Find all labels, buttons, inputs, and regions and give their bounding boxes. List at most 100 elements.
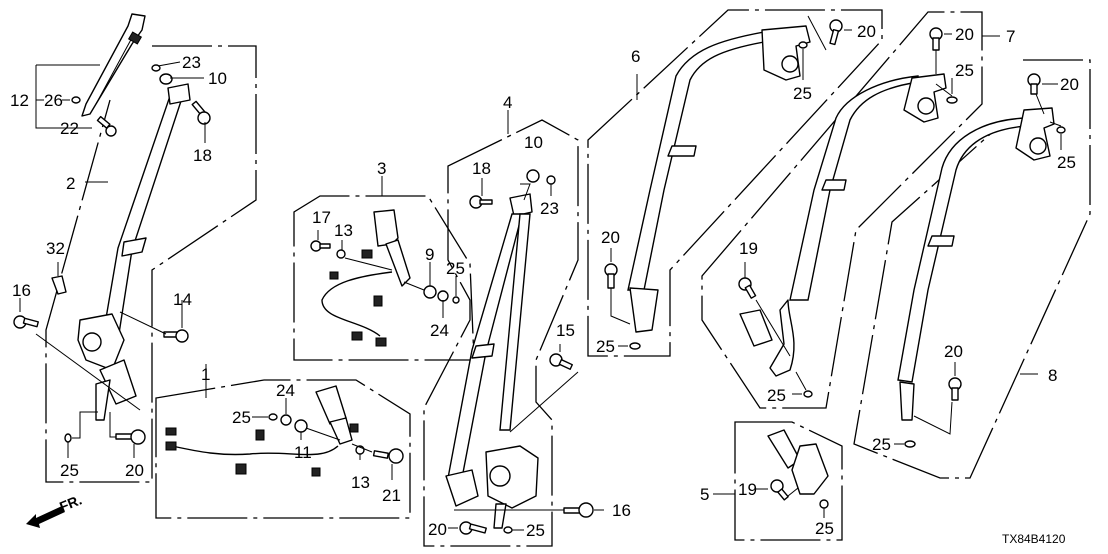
- washer-23-a4: [546, 175, 556, 185]
- clip-26: [71, 96, 81, 104]
- nut-24-a3: [437, 290, 449, 302]
- washer-25-a3: [452, 296, 460, 304]
- belt-webbing-a7: [789, 75, 919, 301]
- callout-25: 25: [793, 84, 812, 103]
- washer-25-a7-bottom: [803, 390, 813, 398]
- bolt-21: [372, 448, 404, 464]
- assembly-label-2: 2: [66, 174, 75, 193]
- callout-24: 24: [276, 381, 295, 400]
- assembly-1-frame: [155, 379, 411, 519]
- callout-23: 23: [182, 53, 201, 72]
- assembly-2: 12 26 22 23 10 18 2 32 16 14 25 20: [10, 13, 257, 483]
- assembly-7-frame: [701, 11, 983, 409]
- washer-25-a6-top: [798, 41, 808, 49]
- buckle-a7[interactable]: [739, 309, 773, 347]
- washer-25-a5: [819, 499, 829, 509]
- assembly-label-6: 6: [631, 47, 640, 66]
- front-retractor: [77, 313, 137, 421]
- diagram-code: TX84B4120: [1002, 532, 1066, 546]
- rear-center-buckle[interactable]: [315, 385, 347, 425]
- callout-17: 17: [312, 208, 331, 227]
- rear-buckle-a5-second[interactable]: [791, 443, 829, 495]
- callout-20: 20: [125, 461, 144, 480]
- assembly-7: 7 20 25 19 25: [701, 11, 1015, 409]
- assembly-label-7: 7: [1006, 27, 1015, 46]
- callout-20: 20: [1060, 75, 1079, 94]
- callout-25: 25: [596, 337, 615, 356]
- callout-25: 25: [955, 61, 974, 80]
- callout-11: 11: [294, 443, 312, 462]
- spacer-10: [159, 73, 173, 85]
- assembly-5: 5 19 25: [700, 421, 843, 541]
- assembly-label-1: 1: [201, 365, 210, 384]
- callout-21: 21: [382, 486, 401, 505]
- bolt-19-a5: [770, 479, 789, 501]
- assembly-1: 1 24 25 11 13 21: [155, 364, 411, 519]
- callout-14: 14: [173, 290, 192, 309]
- callout-16: 16: [12, 281, 31, 300]
- belt-webbing-a8: [897, 117, 1027, 383]
- spacer-11: [294, 419, 308, 433]
- front-label: FR.: [57, 491, 84, 514]
- bolt-20-a2: [115, 429, 146, 445]
- callout-18: 18: [472, 159, 491, 178]
- grommet-32: [51, 275, 67, 295]
- washer-25-a1: [268, 413, 278, 421]
- callout-22: 22: [60, 119, 79, 138]
- bolt-15: [549, 353, 573, 370]
- nut-24-a1: [280, 414, 292, 426]
- callout-18: 18: [193, 146, 212, 165]
- callout-25: 25: [815, 519, 834, 538]
- callout-13: 13: [334, 221, 353, 240]
- callout-32: 32: [46, 239, 65, 258]
- washer-25-a8-bottom: [904, 440, 916, 448]
- callout-25: 25: [60, 461, 79, 480]
- assembly-6: 6 20 25 20 25: [587, 9, 883, 357]
- callout-20: 20: [428, 520, 447, 539]
- belt-guide: [121, 237, 147, 257]
- upper-anchor-a4: [509, 193, 533, 217]
- assembly-8-frame: [853, 59, 1091, 479]
- assembly-4-frame: [423, 119, 579, 547]
- callout-10: 10: [524, 133, 543, 152]
- callout-25: 25: [526, 521, 545, 540]
- washer-25-a2: [64, 433, 72, 443]
- assembly-6-frame: [587, 9, 883, 357]
- spacer-10-a4: [526, 169, 540, 183]
- bolt-20-a6-top: [829, 19, 843, 46]
- d-ring-anchor: [167, 83, 191, 105]
- callout-23: 23: [540, 199, 559, 218]
- bolt-20-a8-top: [1027, 73, 1041, 95]
- bolt-19-a7: [738, 277, 757, 299]
- bolt-18-a4: [469, 195, 493, 209]
- callout-9: 9: [425, 245, 434, 264]
- front-direction-indicator: FR.: [26, 491, 84, 528]
- assembly-8: 20 25 8 20 25: [853, 59, 1091, 479]
- callout-10: 10: [208, 69, 227, 88]
- bolt-16: [13, 315, 39, 329]
- retractor-a4: [485, 445, 539, 509]
- assembly-3: 3 17 13 9 25 24: [293, 159, 475, 361]
- bolt-20-a4: [459, 521, 487, 535]
- belt-webbing-a6: [627, 31, 765, 291]
- assembly-4: 4 18 10 23 15 16 20 25: [423, 93, 631, 547]
- retractor-a6: [761, 25, 811, 81]
- retractor-a8: [1015, 107, 1055, 161]
- bolt-18: [191, 100, 211, 125]
- washer-25-a8-top: [1056, 126, 1066, 134]
- height-adjuster-rail[interactable]: [81, 13, 146, 117]
- washer-13-a3: [336, 249, 346, 259]
- assembly-2-frame: [45, 45, 257, 483]
- bolt-20-a7: [929, 27, 943, 51]
- callout-13: 13: [351, 473, 370, 492]
- callout-12: 12: [10, 91, 29, 110]
- washer-25-a6-bottom: [629, 342, 641, 350]
- assembly-5-frame: [734, 421, 843, 541]
- callout-20: 20: [944, 342, 963, 361]
- assembly-label-5: 5: [700, 485, 709, 504]
- callout-25: 25: [767, 386, 786, 405]
- front-arrow-icon: [26, 506, 65, 528]
- assembly-label-3: 3: [377, 159, 386, 178]
- callout-25: 25: [872, 435, 891, 454]
